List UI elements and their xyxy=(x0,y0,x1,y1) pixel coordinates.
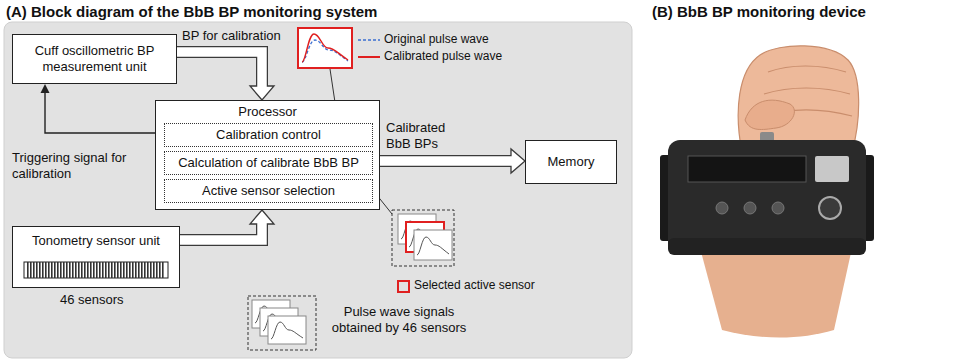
signal-card xyxy=(268,316,306,344)
calibrated-wave xyxy=(302,34,348,62)
finger-crease xyxy=(764,88,850,94)
note-label: Pulse wave signals obtained by 46 sensor… xyxy=(324,304,474,336)
legend-text: Original pulse wave xyxy=(384,32,489,47)
signal-card-frame xyxy=(268,316,306,344)
legend-square-sample xyxy=(398,281,409,292)
connector-label: Triggering signal for calibration xyxy=(12,150,137,182)
memory-box: Memory xyxy=(525,140,617,184)
function-box: Active sensor selection xyxy=(164,179,373,203)
device-display xyxy=(688,156,806,182)
sensor-array xyxy=(24,262,168,278)
arrow-fill xyxy=(180,222,262,240)
arrow-head xyxy=(41,84,50,93)
data-arrow xyxy=(380,149,525,173)
fist xyxy=(738,46,858,152)
arrow-outline xyxy=(177,52,262,86)
legend-line-sample xyxy=(358,39,380,41)
node-text: Memory xyxy=(548,154,595,170)
panel-title: (A) Block diagram of the BbB BP monitori… xyxy=(6,3,377,21)
node-text: Calibration control xyxy=(216,127,321,143)
arrow-head xyxy=(250,210,274,224)
device-button xyxy=(744,202,756,214)
device-photo xyxy=(660,46,874,338)
sensor-unit-box: Tonometry sensor unit xyxy=(12,226,180,288)
panel-title: (B) BbB BP monitoring device xyxy=(652,3,952,21)
inset-frame xyxy=(248,296,316,350)
arrow-fill xyxy=(380,156,513,166)
box-ground xyxy=(12,226,180,288)
device-start-button xyxy=(819,197,841,219)
node-text: Cuff oscillometric BP measurement unit xyxy=(19,43,170,75)
pulse-wave-inset xyxy=(298,28,352,68)
legend-text: Calibrated pulse wave xyxy=(384,49,502,64)
signal-arrow xyxy=(41,84,156,133)
connector-label: Calibrated BbB BPs xyxy=(386,120,466,152)
data-arrow xyxy=(180,210,274,240)
signal-trace xyxy=(417,237,449,255)
connector-label: BP for calibration xyxy=(182,28,297,44)
processor-box: ProcessorCalibration controlCalculation … xyxy=(155,100,380,210)
signal-card-frame xyxy=(414,230,452,260)
function-box: Calculation of calibrate BbB BP xyxy=(164,151,373,175)
sensor-count-label: 46 sensors xyxy=(60,292,160,308)
device-button xyxy=(772,202,784,214)
panel-background xyxy=(4,22,632,358)
node-text: Tonometry sensor unit xyxy=(32,233,160,249)
inset-frame xyxy=(392,210,454,266)
arrow-head xyxy=(250,86,274,100)
unit-box: Cuff oscillometric BP measurement unit xyxy=(12,34,177,84)
device-sticker xyxy=(815,156,849,182)
device-bevel xyxy=(668,238,866,255)
finger-crease xyxy=(768,66,846,72)
arrow-fill xyxy=(177,52,262,88)
arrow-head xyxy=(511,149,525,173)
data-arrow xyxy=(177,52,274,100)
signal-line xyxy=(45,93,155,133)
device-body xyxy=(668,140,866,255)
sensor-elements xyxy=(27,262,165,278)
node-text: Calculation of calibrate BbB BP xyxy=(178,155,359,171)
legend-line-sample xyxy=(358,56,380,58)
node-text: Processor xyxy=(238,104,297,120)
device-button xyxy=(716,202,728,214)
node-text: Active sensor selection xyxy=(202,183,335,199)
signal-trace xyxy=(271,322,303,339)
signal-card xyxy=(414,230,452,260)
function-box: Calibration control xyxy=(164,123,373,147)
forearm xyxy=(700,248,852,338)
thumb xyxy=(745,100,794,129)
legend-text: Selected active sensor xyxy=(414,278,535,293)
